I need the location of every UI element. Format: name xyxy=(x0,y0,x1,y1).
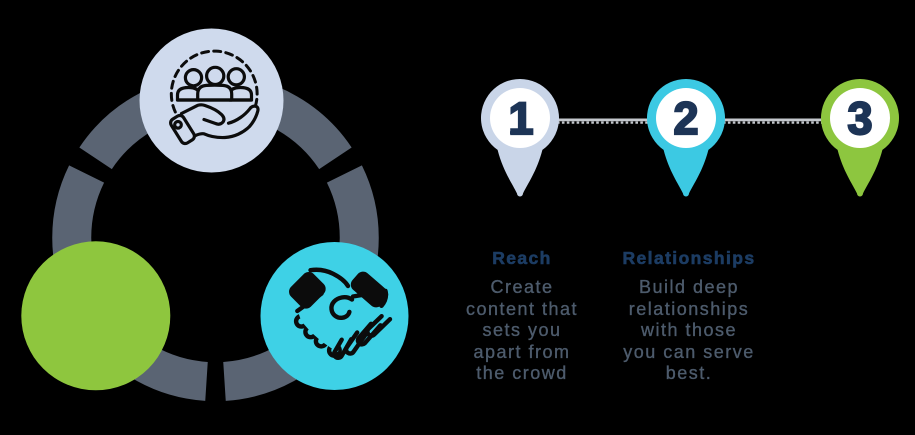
svg-text:2: 2 xyxy=(673,93,698,144)
svg-text:1: 1 xyxy=(508,93,533,144)
svg-text:3: 3 xyxy=(847,93,872,144)
